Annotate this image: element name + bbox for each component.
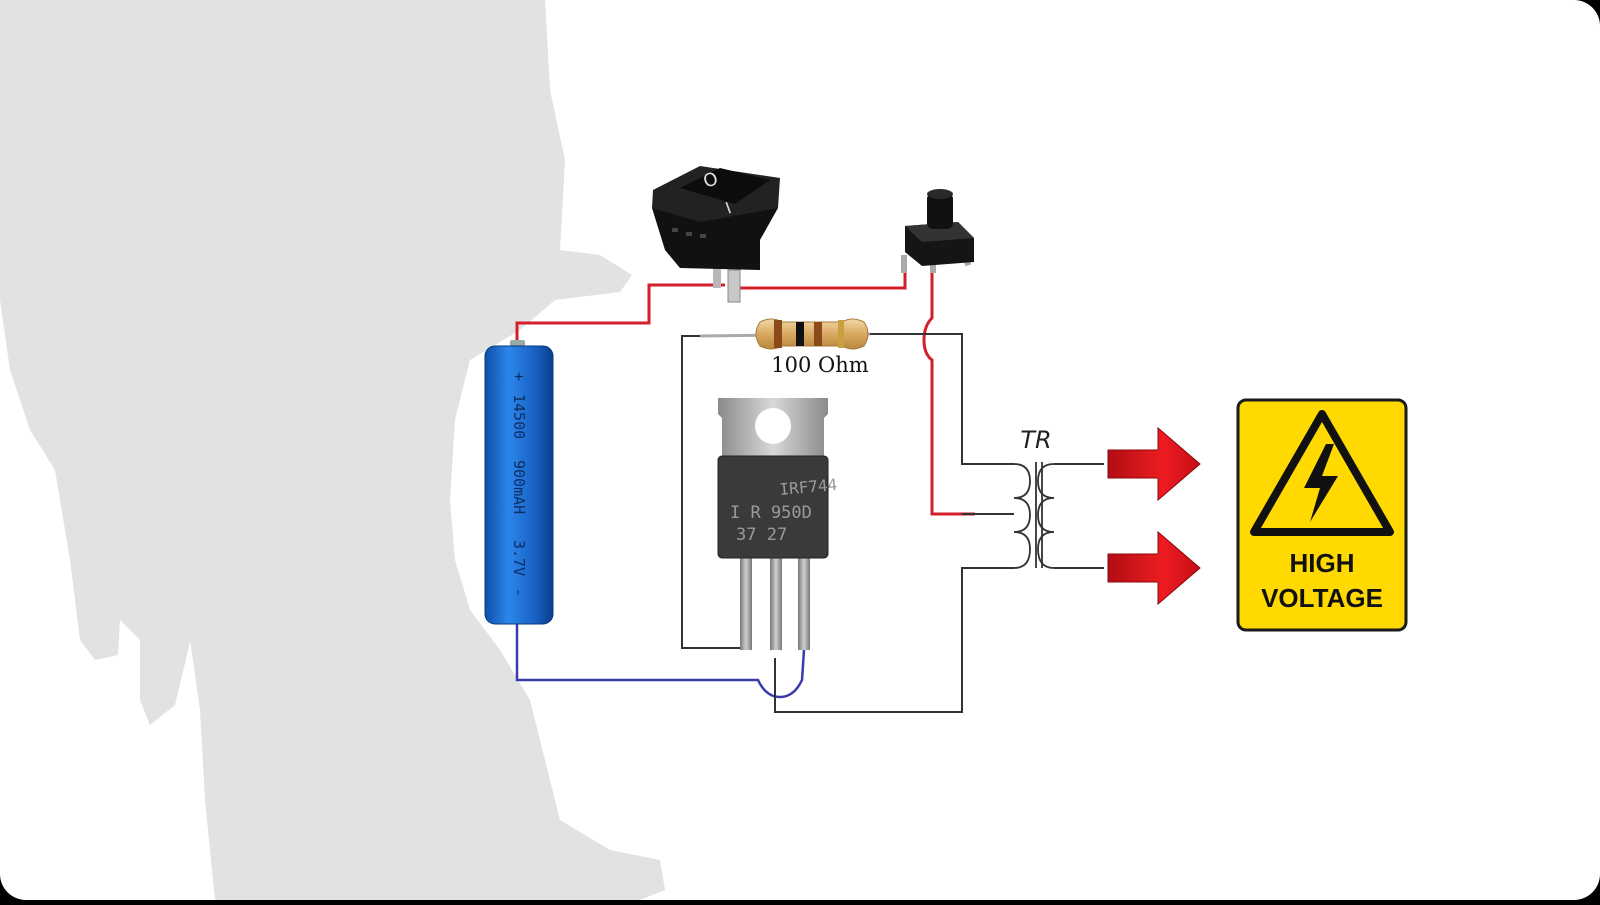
battery-capacity: 900mAH <box>510 460 528 514</box>
switch-off-mark: O <box>701 168 721 193</box>
mosfet-icon: IRF744 I R 950D 37 27 <box>717 398 838 650</box>
battery-label: + 14500 900mAH 3.7V - <box>510 372 528 597</box>
battery-model: 14500 <box>510 394 528 439</box>
arrow-right-icon <box>1107 426 1201 502</box>
rocker-switch-icon: O I <box>652 166 780 303</box>
transformer-label: TR <box>1020 426 1051 454</box>
battery-minus: - <box>510 588 528 597</box>
arrow-right-icon <box>1107 530 1201 606</box>
negative-wire <box>515 622 806 699</box>
warning-line-2: VOLTAGE <box>1261 583 1383 613</box>
resistor-label: 100 Ohm <box>771 353 868 377</box>
warning-line-1: HIGH <box>1290 548 1355 578</box>
push-button-icon <box>901 189 974 273</box>
mosfet-part-number: IRF744 <box>779 475 838 499</box>
battery-plus: + <box>510 372 528 381</box>
positive-wires <box>515 268 975 516</box>
mosfet-date-code: 37 27 <box>736 525 787 545</box>
signal-wires <box>681 333 1104 713</box>
resistor-icon <box>699 318 871 350</box>
battery-icon: + 14500 900mAH 3.7V - <box>484 340 554 625</box>
high-voltage-warning-icon: HIGH VOLTAGE <box>1236 398 1408 632</box>
mosfet-brand-code: I R 950D <box>730 503 812 523</box>
presenter-silhouette <box>0 0 665 900</box>
battery-voltage: 3.7V <box>510 540 528 576</box>
transformer-icon <box>1013 462 1055 569</box>
switch-on-mark: I <box>723 198 734 217</box>
